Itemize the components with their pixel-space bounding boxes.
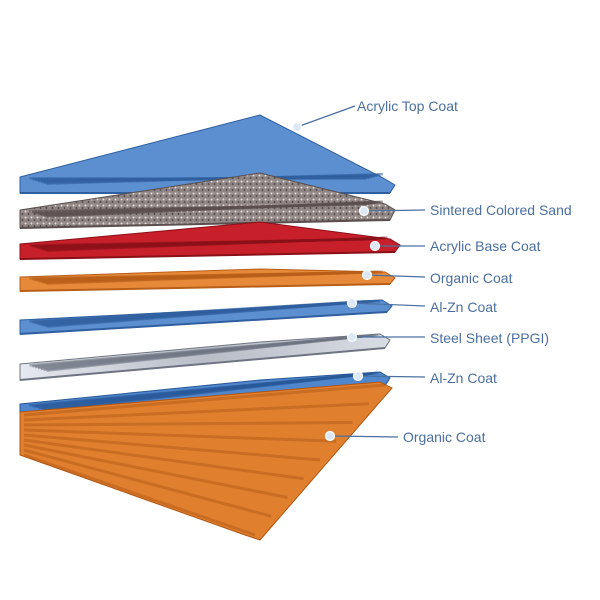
rib — [46, 371, 379, 412]
leader-8 — [324, 430, 399, 442]
leader-7 — [352, 370, 426, 382]
layer-organic-coat — [19, 268, 396, 292]
leader-line — [296, 105, 356, 128]
leader-line — [366, 274, 426, 278]
label-organic-coat-bottom: Organic Coat — [403, 429, 486, 445]
layer-organic-coat — [19, 381, 393, 541]
sheet-body — [19, 333, 391, 381]
rib — [46, 200, 383, 218]
rib — [23, 428, 337, 443]
sheet-edge — [19, 219, 391, 229]
layer-sintered-colored-sand — [19, 172, 396, 229]
rib — [23, 448, 272, 518]
leader-1 — [291, 105, 356, 133]
label-al-zn-coat-bottom: Al-Zn Coat — [430, 370, 497, 386]
rib — [23, 402, 369, 422]
leader-marker — [346, 297, 358, 309]
rib — [23, 383, 386, 417]
rib — [23, 438, 304, 481]
leader-6 — [346, 331, 425, 343]
leader-3 — [369, 240, 425, 252]
label-acrylic-base-coat: Acrylic Base Coat — [430, 238, 541, 254]
rib — [46, 333, 379, 372]
leader-marker — [352, 370, 364, 382]
layer-al-zn-coat — [19, 299, 393, 335]
rib — [46, 172, 383, 185]
sheet-body — [19, 381, 393, 541]
label-steel-sheet: Steel Sheet (PPGI) — [430, 330, 550, 346]
sheet-edge — [19, 251, 396, 260]
label-acrylic-top-coat: Acrylic Top Coat — [357, 98, 458, 114]
rib — [23, 433, 321, 462]
leader-line — [357, 375, 426, 378]
leader-marker — [324, 430, 336, 442]
label-organic-coat-top: Organic Coat — [430, 270, 513, 286]
layer-steel-sheet — [19, 333, 391, 381]
leader-2 — [358, 205, 426, 217]
label-sintered-colored-sand: Sintered Colored Sand — [430, 202, 572, 218]
rib — [46, 270, 384, 285]
leader-line — [329, 435, 399, 438]
leader-marker — [369, 240, 381, 252]
rib — [23, 453, 256, 537]
rib — [46, 236, 388, 252]
rib — [23, 443, 288, 499]
sheet-edge — [19, 311, 388, 335]
rib — [46, 299, 381, 328]
sheet-edge — [19, 347, 386, 381]
sheet-edge — [19, 283, 391, 292]
label-al-zn-coat-top: Al-Zn Coat — [430, 299, 497, 315]
leader-marker — [346, 331, 358, 343]
leader-4 — [361, 269, 426, 281]
leader-line — [351, 302, 426, 307]
leader-5 — [346, 297, 426, 309]
leader-marker — [361, 269, 373, 281]
layer-acrylic-base-coat — [19, 221, 401, 260]
leader-marker — [358, 205, 370, 217]
leader-line — [363, 209, 426, 212]
rib — [23, 421, 353, 427]
leader-marker — [291, 121, 303, 133]
